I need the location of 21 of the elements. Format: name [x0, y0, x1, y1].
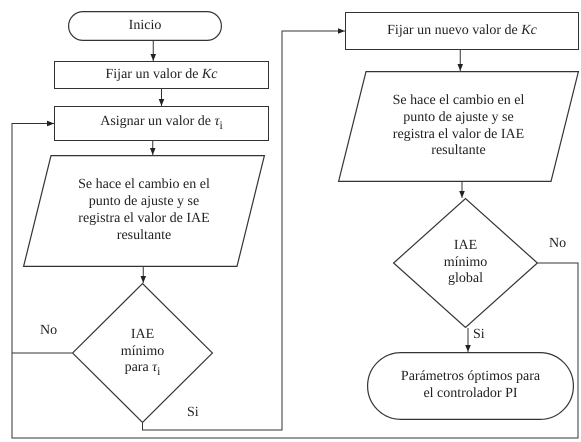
node-text: Fijar un nuevo valor de Kc [387, 22, 537, 40]
arrow [140, 266, 146, 284]
arrow [465, 328, 471, 352]
arrow [142, 28, 346, 430]
process-box [54, 61, 269, 89]
node-text: Asignar un valor de τ$_{i}$ [100, 114, 223, 133]
arrow [150, 40, 156, 62]
node-text: Se hace el cambio en el punto de ajuste y se registra el valor de IAE resultante [392, 92, 526, 160]
arrow [12, 120, 578, 438]
process-box [345, 12, 579, 50]
node-text: IAE mínimo global [442, 238, 488, 288]
process-box [54, 106, 269, 141]
node-text: Parámetros óptimos para el controlador PI [400, 369, 542, 403]
arrow [158, 88, 164, 106]
node-text: Se hace el cambio en el punto de ajuste y se registra el valor de IAE resultante [77, 177, 211, 245]
arrow [457, 50, 464, 72]
node-text: Fijar un valor de Kc [106, 66, 218, 84]
arrow [150, 140, 156, 156]
node-text: Inicio [128, 18, 162, 34]
node-text: IAE mínimo para τ$_{i}$ [120, 326, 166, 380]
arrow [459, 182, 465, 198]
